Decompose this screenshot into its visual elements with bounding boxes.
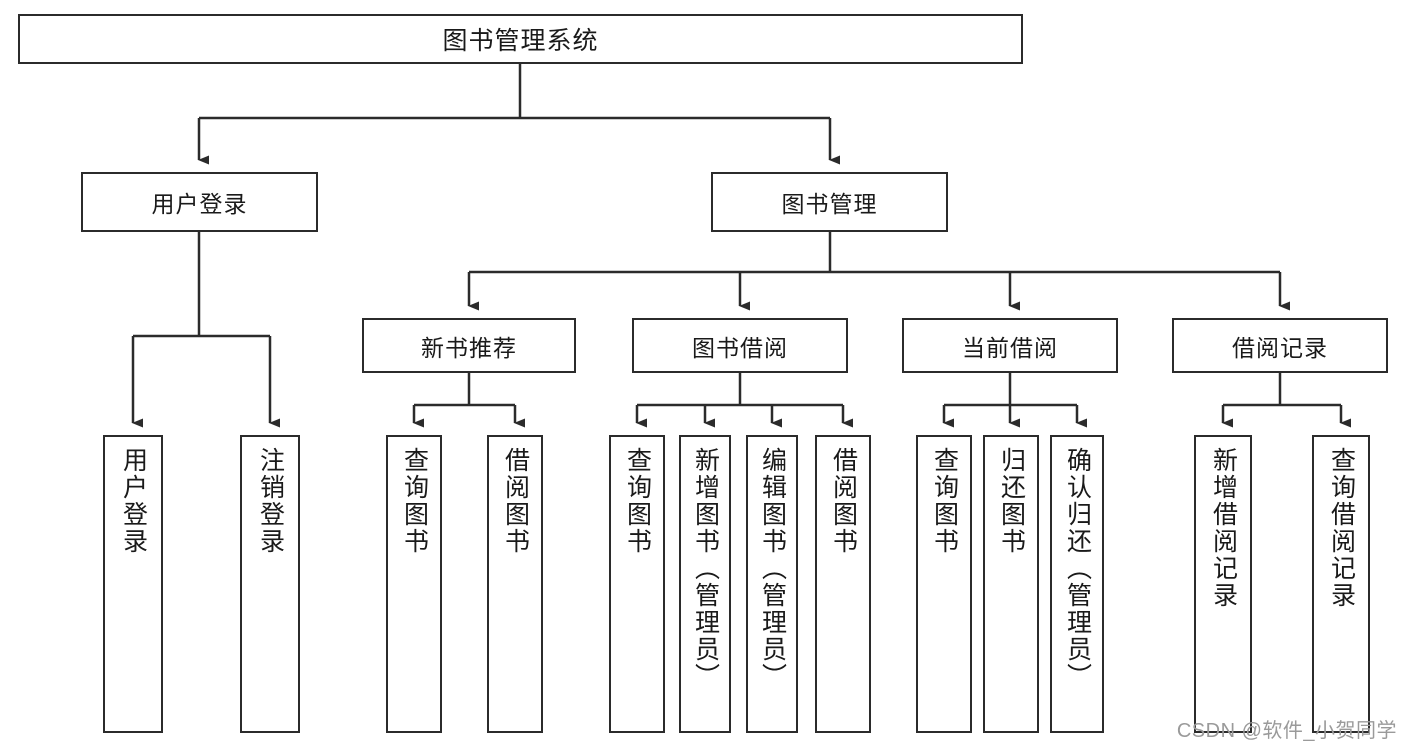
leaf-label: 借阅图书 <box>829 447 858 555</box>
leaf-label: 新增借阅记录 <box>1209 447 1238 609</box>
leaf-label: 编辑图书（管理员） <box>758 447 787 690</box>
node-new-book-recommend[interactable]: 新书推荐 <box>362 318 576 373</box>
node-book-borrow-label: 图书借阅 <box>692 334 788 361</box>
watermark: CSDN @软件_小贺同学 <box>1176 720 1397 742</box>
leaf-borrow-query-book[interactable]: 查询图书 <box>609 435 665 733</box>
node-root-system[interactable]: 图书管理系统 <box>18 14 1023 64</box>
leaf-label: 注销登录 <box>256 447 285 555</box>
node-book-borrow[interactable]: 图书借阅 <box>632 318 848 373</box>
leaf-borrow-add-book-admin[interactable]: 新增图书（管理员） <box>679 435 731 733</box>
leaf-recommend-query-book[interactable]: 查询图书 <box>386 435 442 733</box>
leaf-current-confirm-return-admin[interactable]: 确认归还（管理员） <box>1050 435 1104 733</box>
node-current-borrow-label: 当前借阅 <box>962 334 1058 361</box>
leaf-label: 查询借阅记录 <box>1327 447 1356 609</box>
leaf-label: 查询图书 <box>623 447 652 555</box>
leaf-record-add-record[interactable]: 新增借阅记录 <box>1194 435 1252 733</box>
leaf-label: 确认归还（管理员） <box>1063 447 1092 690</box>
leaf-label: 借阅图书 <box>501 447 530 555</box>
leaf-record-query-record[interactable]: 查询借阅记录 <box>1312 435 1370 733</box>
leaf-recommend-borrow-book[interactable]: 借阅图书 <box>487 435 543 733</box>
node-root-label: 图书管理系统 <box>442 27 599 55</box>
leaf-label: 查询图书 <box>930 447 959 555</box>
leaf-borrow-edit-book-admin[interactable]: 编辑图书（管理员） <box>746 435 798 733</box>
node-borrow-record-label: 借阅记录 <box>1232 334 1328 361</box>
leaf-user-login-signin[interactable]: 用户登录 <box>103 435 163 733</box>
leaf-label: 新增图书（管理员） <box>691 447 720 690</box>
node-new-book-recommend-label: 新书推荐 <box>421 334 517 361</box>
leaf-current-query-book[interactable]: 查询图书 <box>916 435 972 733</box>
node-borrow-record[interactable]: 借阅记录 <box>1172 318 1388 373</box>
leaf-label: 用户登录 <box>119 447 148 555</box>
node-current-borrow[interactable]: 当前借阅 <box>902 318 1118 373</box>
node-user-login[interactable]: 用户登录 <box>81 172 318 232</box>
node-user-login-label: 用户登录 <box>151 191 248 217</box>
leaf-current-return-book[interactable]: 归还图书 <box>983 435 1039 733</box>
leaf-borrow-borrow-book[interactable]: 借阅图书 <box>815 435 871 733</box>
node-book-management-label: 图书管理 <box>781 191 878 217</box>
leaf-label: 归还图书 <box>997 447 1026 555</box>
leaf-user-login-signout[interactable]: 注销登录 <box>240 435 300 733</box>
node-book-management[interactable]: 图书管理 <box>711 172 948 232</box>
leaf-label: 查询图书 <box>400 447 429 555</box>
